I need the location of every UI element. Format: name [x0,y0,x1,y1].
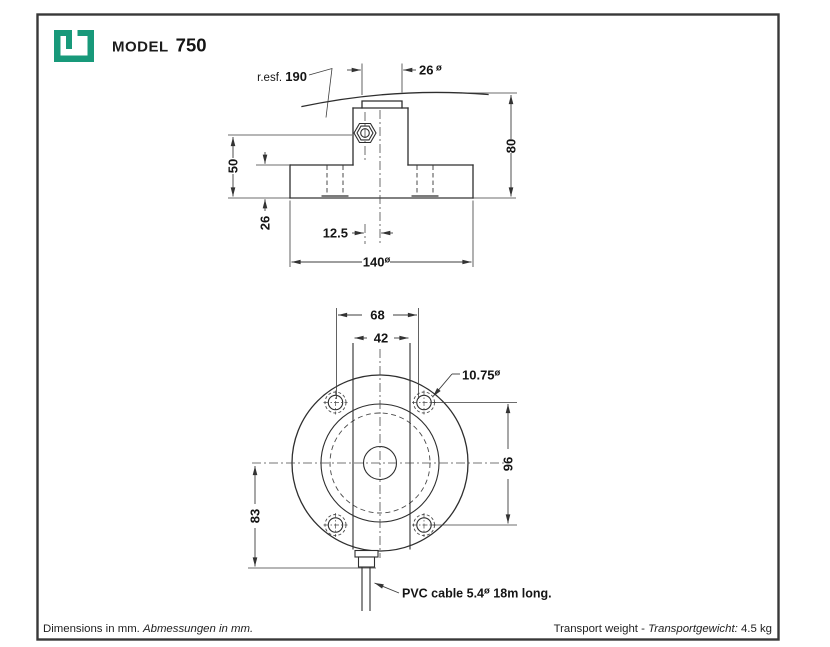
bolt-holes [323,390,436,537]
bolt-hole [323,513,348,537]
svg-text:140ø: 140ø [363,255,391,270]
page-title: MODEL 750 [112,35,207,56]
svg-text:PVC cable 5.4ø 18m long.: PVC cable 5.4ø 18m long. [402,586,552,601]
svg-text:50: 50 [226,159,241,173]
dim-body-width: 42 [354,331,409,346]
body-side-lines [352,343,411,550]
dim-cable-gland-drop: 83 [248,466,376,569]
dim-hole-spacing-height: 96 [431,402,517,526]
dim-cable-offset: 12.5 [323,224,393,244]
dim-cable-exit-height: 50 [226,134,352,197]
svg-text:68: 68 [370,308,384,323]
svg-text:12.5: 12.5 [323,226,348,241]
hex-cable-gland [353,122,377,144]
svg-text:r.esf. 190: r.esf. 190 [257,69,307,84]
bottom-view: 68 42 10.75ø 96 83 [248,308,552,611]
svg-text:26: 26 [258,216,273,230]
dim-hole-spacing-width: 68 [336,308,419,399]
utilcell-logo [54,30,94,62]
svg-text:10.75ø: 10.75ø [462,368,501,383]
svg-text:42: 42 [374,331,388,346]
cable-lines [361,567,371,611]
cable-gland [354,549,379,611]
bottom-view-centerlines [252,349,506,558]
dim-flange-diameter: 140ø [289,200,474,270]
model-number: 750 [176,35,207,56]
svg-text:96: 96 [501,457,516,471]
dim-spherical-radius: r.esf. 190 [257,67,333,118]
dim-hole-diameter: 10.75ø [432,368,501,397]
footer-transport-weight: Transport weight - Transportgewicht: 4.5… [554,623,772,635]
svg-text:26ø: 26ø [419,63,442,78]
model-label: MODEL [112,39,169,56]
dim-flange-thickness: 26 [256,152,289,230]
bolt-hole [323,390,348,415]
cable-note: PVC cable 5.4ø 18m long. [374,582,552,601]
leader-spherical-radius [308,67,333,118]
svg-text:83: 83 [248,509,263,523]
dim-total-height: 80 [462,92,519,197]
svg-text:80: 80 [504,139,519,153]
footer-dimensions-note: Dimensions in mm. Abmessungen in mm. [43,623,253,635]
